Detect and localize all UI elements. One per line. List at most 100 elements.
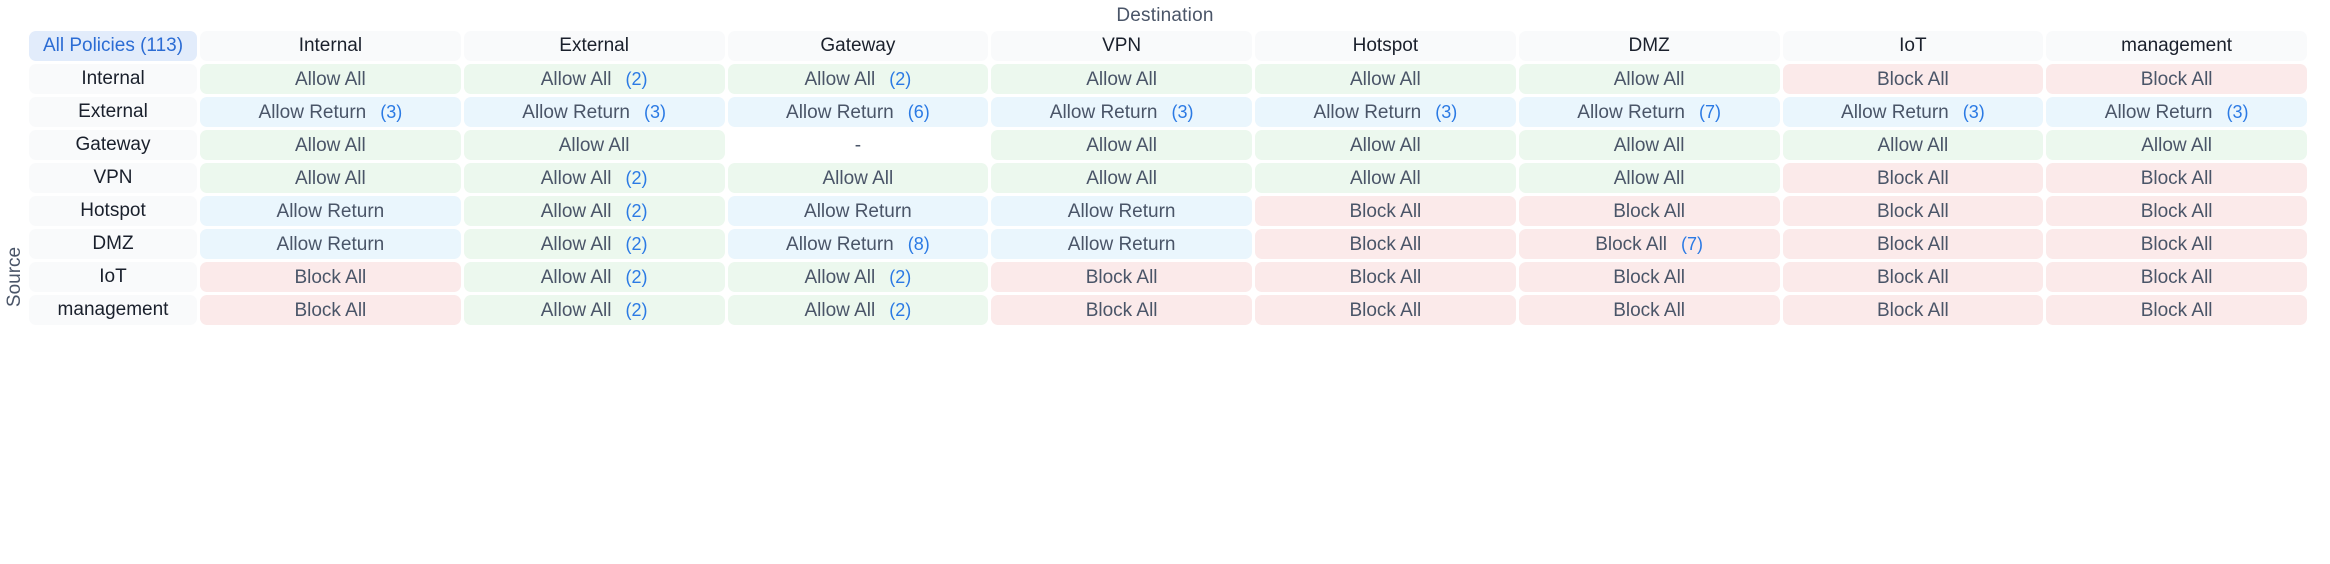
policy-cell[interactable]: Block All	[1518, 196, 1780, 226]
policy-cell[interactable]: Allow Return (7)	[1518, 97, 1780, 127]
row-header-hotspot[interactable]: Hotspot	[29, 196, 197, 226]
policy-cell[interactable]: Block All	[1782, 295, 2044, 325]
row-header-internal[interactable]: Internal	[29, 64, 197, 94]
policy-cell[interactable]: Block All	[2046, 262, 2307, 292]
column-header-management[interactable]: management	[2046, 31, 2307, 61]
column-header-hotspot[interactable]: Hotspot	[1255, 31, 1516, 61]
policy-cell[interactable]: Allow All(2)	[463, 196, 725, 226]
policy-cell[interactable]: Allow All(2)	[463, 163, 725, 193]
policy-cell[interactable]: Allow All	[991, 163, 1252, 193]
policy-cell[interactable]: Allow Return(3)	[2046, 97, 2307, 127]
policy-cell-inner: Allow All(2)	[739, 268, 978, 287]
policy-cell-inner: Allow All	[1794, 136, 2033, 155]
policy-cell[interactable]: Allow All	[2046, 130, 2307, 160]
policy-cell[interactable]: Block All	[1255, 295, 1516, 325]
policy-cell[interactable]: Block All	[1255, 196, 1516, 226]
policy-cell-count: (3)	[2226, 102, 2249, 122]
policy-cell[interactable]: Allow All	[1255, 64, 1516, 94]
policy-cell[interactable]: Block All	[1782, 64, 2044, 94]
policy-cell[interactable]: Block All	[1255, 262, 1516, 292]
policy-cell[interactable]: Allow Return(3)	[463, 97, 725, 127]
all-policies-button[interactable]: All Policies (113)	[29, 31, 197, 61]
policy-cell-inner: Allow All	[1002, 169, 1241, 188]
column-header-gateway[interactable]: Gateway	[727, 31, 989, 61]
policy-cell-inner: Block All	[1266, 202, 1505, 221]
policy-cell[interactable]: Allow All	[1518, 163, 1780, 193]
policy-cell[interactable]: Block All	[200, 262, 461, 292]
policy-cell[interactable]: Allow Return(6)	[727, 97, 989, 127]
column-header-internal[interactable]: Internal	[200, 31, 461, 61]
policy-cell[interactable]: Allow All	[200, 64, 461, 94]
policy-cell[interactable]: Block All	[1782, 163, 2044, 193]
policy-cell[interactable]: Allow All	[727, 163, 989, 193]
policy-cell[interactable]: Block All	[200, 295, 461, 325]
policy-cell[interactable]: Allow All	[1255, 163, 1516, 193]
policy-cell[interactable]: Allow Return(3)	[200, 97, 461, 127]
policy-cell[interactable]: Block All	[1782, 229, 2044, 259]
policy-cell[interactable]: Allow All	[1518, 64, 1780, 94]
policy-cell[interactable]: Allow All	[463, 130, 725, 160]
policy-cell-inner: Allow All	[1266, 70, 1505, 89]
column-header-iot[interactable]: IoT	[1782, 31, 2044, 61]
column-header-vpn[interactable]: VPN	[991, 31, 1252, 61]
policy-cell[interactable]: Allow Return(3)	[991, 97, 1252, 127]
row-header-vpn[interactable]: VPN	[29, 163, 197, 193]
policy-cell[interactable]: Block All	[1782, 262, 2044, 292]
row-header-external[interactable]: External	[29, 97, 197, 127]
policy-cell[interactable]: Block All	[1518, 262, 1780, 292]
policy-cell[interactable]: Block All	[1518, 295, 1780, 325]
policy-cell-label: Allow Return	[1577, 101, 1685, 123]
row-header-dmz[interactable]: DMZ	[29, 229, 197, 259]
policy-cell-inner: Allow All	[211, 70, 450, 89]
policy-cell[interactable]: Allow Return	[727, 196, 989, 226]
policy-cell[interactable]: Allow Return	[991, 196, 1252, 226]
policy-cell[interactable]: Allow Return(3)	[1255, 97, 1516, 127]
policy-cell[interactable]: Block All	[2046, 229, 2307, 259]
policy-cell-label: Allow All	[540, 68, 612, 90]
policy-cell-inner: Allow All	[1266, 136, 1505, 155]
column-header-external[interactable]: External	[463, 31, 725, 61]
policy-cell[interactable]: Allow All(2)	[727, 295, 989, 325]
policy-cell[interactable]: Allow Return	[200, 196, 461, 226]
policy-cell[interactable]: Allow All(2)	[727, 262, 989, 292]
policy-cell[interactable]: Allow All(2)	[463, 64, 725, 94]
policy-cell[interactable]: Block All	[991, 262, 1252, 292]
policy-cell-inner: Block All	[1794, 235, 2033, 254]
policy-cell[interactable]: Allow All(2)	[463, 262, 725, 292]
policy-cell[interactable]: Allow All(2)	[727, 64, 989, 94]
policy-cell[interactable]: Allow All	[1518, 130, 1780, 160]
policy-cell[interactable]: -	[727, 130, 989, 160]
policy-cell[interactable]: Block All	[1255, 229, 1516, 259]
policy-cell[interactable]: Allow All	[991, 64, 1252, 94]
policy-cell[interactable]: Allow Return	[200, 229, 461, 259]
policy-cell[interactable]: Block All	[2046, 64, 2307, 94]
policy-cell-label: Block All	[1876, 200, 1949, 222]
policy-cell-inner: Allow All	[2057, 136, 2296, 155]
policy-cell[interactable]: Allow All	[1782, 130, 2044, 160]
policy-cell-label: Allow All	[1350, 134, 1421, 156]
row-header-gateway[interactable]: Gateway	[29, 130, 197, 160]
policy-cell-count: (7)	[1698, 102, 1721, 122]
policy-cell-label: Allow All	[295, 134, 366, 156]
row-header-management[interactable]: management	[29, 295, 197, 325]
policy-cell[interactable]: Allow All(2)	[463, 295, 725, 325]
policy-cell[interactable]: Allow All	[991, 130, 1252, 160]
policy-cell[interactable]: Allow Return	[991, 229, 1252, 259]
policy-cell[interactable]: Allow All	[200, 163, 461, 193]
policy-cell[interactable]: Block All	[1782, 196, 2044, 226]
policy-cell-inner: Block All	[2057, 235, 2296, 254]
policy-cell[interactable]: Allow All(2)	[463, 229, 725, 259]
policy-cell[interactable]: Block All	[2046, 196, 2307, 226]
policy-cell[interactable]: Allow All	[200, 130, 461, 160]
policy-cell[interactable]: Block All	[2046, 295, 2307, 325]
policy-cell[interactable]: Allow All	[1255, 130, 1516, 160]
policy-cell[interactable]: Block All	[991, 295, 1252, 325]
policy-cell[interactable]: Block All(7)	[1518, 229, 1780, 259]
policy-cell[interactable]: Block All	[2046, 163, 2307, 193]
row-header-iot[interactable]: IoT	[29, 262, 197, 292]
policy-cell-label: Allow All	[2141, 134, 2212, 156]
policy-cell[interactable]: Allow Return(3)	[1782, 97, 2044, 127]
column-header-dmz[interactable]: DMZ	[1518, 31, 1780, 61]
policy-cell[interactable]: Allow Return(8)	[727, 229, 989, 259]
